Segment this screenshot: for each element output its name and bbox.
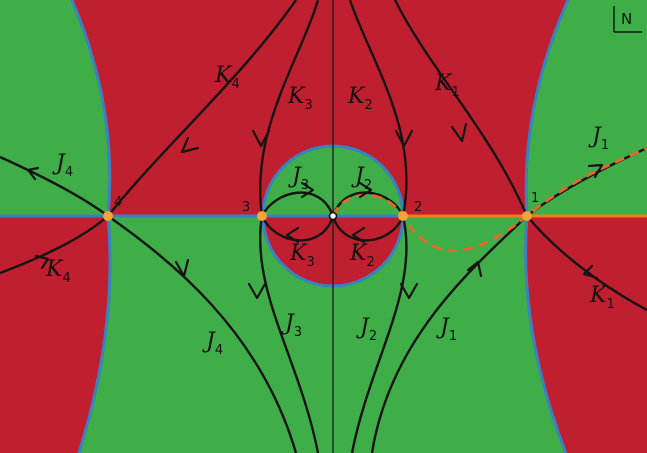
label-k2-inner: K2 bbox=[349, 241, 375, 270]
label-k4-left: K4 bbox=[45, 257, 71, 286]
saddle-point-2 bbox=[398, 211, 408, 221]
curve-k3-top bbox=[259, 0, 320, 217]
curve-j3-inner bbox=[260, 191, 335, 217]
label-j2-inner: J2 bbox=[351, 164, 372, 193]
label-j1-bottom: J1 bbox=[436, 315, 457, 344]
curve-j1-bottom bbox=[370, 215, 528, 453]
arrow-k2-top bbox=[394, 129, 414, 148]
arrow-j1-right bbox=[587, 163, 604, 179]
curve-k3-inner bbox=[260, 215, 335, 242]
label-j3-inner: J3 bbox=[288, 164, 309, 193]
arrow-j3-bottom bbox=[247, 282, 267, 300]
curve-j3-bottom bbox=[259, 215, 320, 453]
label-k1-right: K1 bbox=[589, 283, 615, 312]
arrow-k2-inner bbox=[351, 226, 366, 244]
arrow-k1-top bbox=[450, 122, 468, 143]
red-region-bottom-right bbox=[525, 216, 647, 453]
arrow-k3-inner bbox=[285, 226, 300, 244]
arrow-j4-bottom bbox=[174, 258, 190, 278]
arrow-k3-top bbox=[251, 129, 271, 148]
point-label-4: 4 bbox=[114, 195, 122, 210]
label-k3-inner: K3 bbox=[289, 241, 315, 270]
curve-j2-inner bbox=[331, 191, 405, 217]
green-region-top-left bbox=[0, 0, 110, 216]
red-region-bottom-left bbox=[0, 216, 110, 453]
label-k4-top: K4 bbox=[214, 63, 240, 92]
point-label-3: 3 bbox=[242, 200, 250, 215]
label-k3-top: K3 bbox=[287, 84, 313, 113]
arrow-k4-top bbox=[180, 136, 200, 154]
label-k1-top: K1 bbox=[434, 71, 460, 100]
curve-k4-left bbox=[0, 215, 109, 275]
curve-j4-left bbox=[0, 155, 109, 217]
arrow-j1-bottom bbox=[466, 260, 483, 278]
label-j1-right: J1 bbox=[588, 124, 609, 153]
arrow-j4-left bbox=[26, 166, 40, 181]
label-j4-bottom: J4 bbox=[202, 329, 223, 358]
curve-k1-top bbox=[393, 0, 529, 217]
arrow-j3-inner bbox=[300, 181, 315, 199]
saddle-point-4 bbox=[103, 211, 113, 221]
curve-k4-top bbox=[107, 0, 297, 217]
corner-label: N bbox=[621, 10, 632, 28]
label-j2-bottom: J2 bbox=[356, 315, 377, 344]
arrow-j2-bottom bbox=[399, 282, 419, 300]
arrow-k4-left bbox=[34, 254, 50, 270]
label-j4-left: J4 bbox=[52, 151, 73, 180]
curve-j2-bottom bbox=[350, 215, 408, 453]
label-j3-bottom: J3 bbox=[281, 311, 302, 340]
arrow-j2-inner bbox=[358, 181, 373, 199]
saddle-point-3 bbox=[257, 211, 267, 221]
curve-k2-top bbox=[348, 0, 408, 217]
saddle-point-1 bbox=[522, 211, 532, 221]
curve-k2-inner bbox=[331, 215, 405, 242]
origin-point bbox=[328, 211, 338, 221]
curve-j4-bottom bbox=[107, 215, 298, 453]
point-label-1: 1 bbox=[531, 191, 539, 206]
label-k2-top: K2 bbox=[347, 84, 373, 113]
curve-k1-right bbox=[526, 215, 647, 312]
arrow-k1-right bbox=[582, 264, 599, 280]
point-label-2: 2 bbox=[414, 200, 422, 215]
dashed-integration-path bbox=[331, 146, 647, 252]
